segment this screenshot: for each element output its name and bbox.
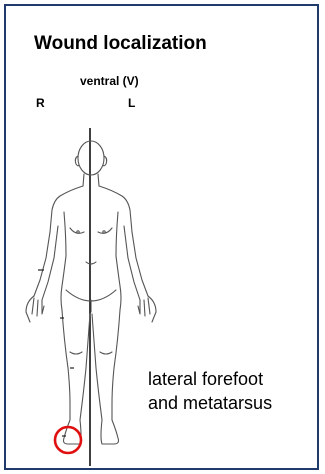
wound-location-text: lateral forefoot and metatarsus [148, 367, 272, 415]
location-line-1: lateral forefoot [148, 367, 272, 391]
red-circle-marker-icon [55, 427, 81, 453]
location-line-2: and metatarsus [148, 391, 272, 415]
body-outline [26, 141, 156, 444]
